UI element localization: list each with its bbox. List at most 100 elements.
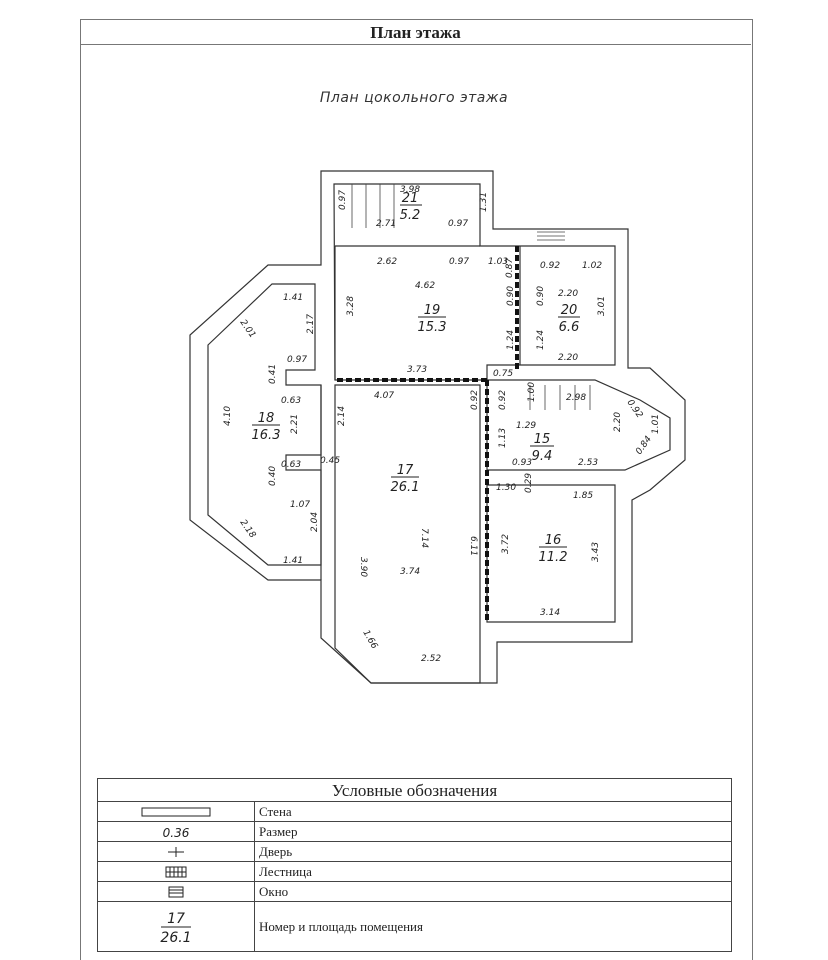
- svg-text:19: 19: [424, 303, 441, 318]
- dimension-label: 1.07: [290, 500, 310, 510]
- dimension-label: 3.98: [400, 185, 420, 195]
- dimension-label: 2.20: [558, 289, 578, 299]
- dimension-label: 3.01: [597, 296, 607, 316]
- dimension-label: 3.43: [591, 542, 601, 562]
- dimension-label: 2.71: [376, 219, 396, 229]
- wall-symbol: [98, 802, 255, 821]
- svg-text:6.6: 6.6: [559, 320, 580, 335]
- legend-label: Дверь: [259, 843, 293, 859]
- legend-row: 0.36 Размер: [98, 822, 731, 842]
- legend-row: Окно: [98, 882, 731, 902]
- dimension-label: 0.93: [512, 458, 532, 468]
- dimension-label: 0.97: [449, 257, 469, 267]
- dimension-label: 3.90: [358, 557, 368, 577]
- dimension-label: 0.92: [540, 261, 560, 271]
- legend-row: Стена: [98, 802, 731, 822]
- dimension-label: 6.11: [468, 536, 478, 556]
- dimension-label: 2.18: [238, 518, 258, 540]
- dimension-label: 0.97: [448, 219, 468, 229]
- svg-text:15.3: 15.3: [418, 320, 447, 335]
- dimension-label: 2.98: [566, 393, 586, 403]
- dimension-label: 0.97: [338, 190, 348, 210]
- dimension-label: 1.66: [360, 629, 379, 652]
- dimension-label: 1.01: [651, 414, 661, 434]
- dimension-label: 1.24: [506, 330, 516, 350]
- dimension-label: 1.85: [573, 491, 593, 501]
- legend-table: Условные обозначения Стена 0.36 Размер Д…: [97, 778, 732, 952]
- dimension-symbol: 0.36: [98, 822, 255, 841]
- dimension-label: 0.97: [287, 355, 307, 365]
- svg-text:9.4: 9.4: [532, 449, 553, 464]
- dimension-label: 0.41: [268, 364, 278, 384]
- dimension-label: 1.41: [283, 293, 303, 303]
- dimension-label: 3.28: [346, 296, 356, 316]
- svg-text:26.1: 26.1: [391, 480, 420, 495]
- svg-text:16: 16: [545, 533, 562, 548]
- room-18: 18 16.3: [252, 411, 281, 443]
- dimension-label: 0.63: [281, 460, 301, 470]
- svg-text:5.2: 5.2: [400, 208, 421, 223]
- room-21: 21 5.2: [400, 191, 422, 223]
- svg-text:17: 17: [167, 911, 185, 927]
- sheet-frame: [80, 19, 753, 960]
- dimension-label: 4.62: [415, 281, 435, 291]
- dimension-label: 1.29: [516, 421, 536, 431]
- svg-text:26.1: 26.1: [160, 930, 191, 946]
- outer-walls: [189, 170, 686, 684]
- legend-label: Окно: [259, 883, 289, 899]
- dimension-label: 0.90: [536, 286, 546, 306]
- dimension-labels: 3.98 0.97 2.71 1.31 0.97 2.62 0.97 1.03 …: [223, 185, 661, 664]
- room-15: 15 9.4: [530, 432, 554, 464]
- room-number-symbol: 17 26.1: [98, 902, 255, 952]
- dimension-label: 4.07: [374, 391, 394, 401]
- dimension-label: 0.63: [281, 396, 301, 406]
- dimension-label: 0.90: [506, 286, 516, 306]
- dimension-label: 1.31: [479, 192, 489, 212]
- svg-text:18: 18: [258, 411, 275, 426]
- dimension-label: 2.20: [558, 353, 578, 363]
- dimension-label: 2.53: [578, 458, 598, 468]
- svg-text:0.36: 0.36: [163, 826, 190, 840]
- dimension-label: 3.73: [407, 365, 427, 375]
- dimension-label: 2.14: [337, 406, 347, 426]
- svg-text:21: 21: [402, 191, 419, 206]
- svg-text:15: 15: [534, 432, 551, 447]
- legend-label: Размер: [259, 823, 298, 839]
- dimension-label: 0.84: [634, 434, 654, 456]
- dimension-label: 1.13: [498, 428, 508, 448]
- room-20: 20 6.6: [558, 303, 580, 335]
- legend-label: Номер и площадь помещения: [259, 919, 423, 934]
- legend-label: Лестница: [259, 863, 312, 879]
- svg-text:11.2: 11.2: [539, 550, 568, 565]
- dimension-label: 0.29: [524, 473, 534, 493]
- stairs-symbol: [351, 184, 591, 410]
- dimension-label: 1.41: [283, 556, 303, 566]
- window-icon: [98, 882, 255, 901]
- room-labels: 21 5.2 19 15.3 20 6.6 18 16.3 17: [252, 191, 580, 565]
- dimension-label: 3.72: [501, 534, 511, 554]
- plan-caption: План цокольного этажа: [319, 90, 509, 106]
- legend-row: Лестница: [98, 862, 731, 882]
- dimension-label: 7.14: [419, 528, 429, 548]
- dimension-label: 2.20: [613, 412, 623, 432]
- dimension-label: 0.40: [268, 466, 278, 486]
- dimension-label: 0.92: [470, 390, 480, 410]
- dimension-label: 2.04: [310, 512, 320, 532]
- door-icon: [98, 842, 255, 861]
- room-17: 17 26.1: [391, 463, 420, 495]
- dimension-label: 0.87: [505, 258, 515, 278]
- svg-text:20: 20: [561, 303, 578, 318]
- legend-label: Стена: [259, 803, 292, 819]
- dimension-label: 1.30: [496, 483, 516, 493]
- dimension-label: 2.01: [238, 318, 258, 340]
- svg-text:16.3: 16.3: [252, 428, 281, 443]
- legend-row: 17 26.1 Номер и площадь помещения: [98, 902, 731, 952]
- dimension-label: 2.17: [306, 314, 316, 334]
- dimension-label: 0.92: [498, 390, 508, 410]
- dimension-label: 4.10: [223, 406, 233, 426]
- svg-text:17: 17: [397, 463, 414, 478]
- dimension-label: 1.02: [582, 261, 602, 271]
- partition-walls: [337, 246, 519, 622]
